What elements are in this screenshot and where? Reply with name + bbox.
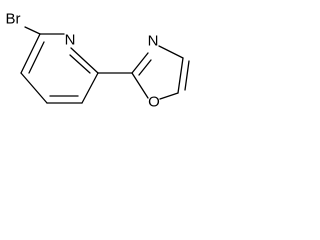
bond-c5-c6-double — [28, 41, 45, 74]
atom-oxazole-nitrogen-label: N — [148, 33, 159, 50]
atom-pyridine-nitrogen-label: N — [65, 32, 76, 49]
bond-n1-c2-double — [69, 54, 91, 74]
bond-n3prime-c4prime — [158, 45, 184, 59]
bond-o1prime-c2prime — [131, 72, 149, 99]
bond-br-c6 — [24, 26, 41, 35]
bond-c4prime-c5prime — [177, 57, 184, 94]
bond-group — [20, 26, 190, 104]
atom-oxazole-oxygen-label: O — [148, 94, 160, 111]
bond-c4prime-c5prime-double — [184, 60, 190, 91]
bond-c2prime-n3prime-double — [138, 59, 152, 76]
bond-c5prime-o1prime — [159, 92, 179, 100]
chemical-structure-diagram: Br N N O — [6, 11, 190, 111]
bond-c5-c6 — [20, 33, 41, 74]
atom-label-group: Br N N O — [6, 11, 160, 111]
atom-bromine-label: Br — [6, 11, 21, 28]
bond-c2-c3 — [81, 72, 99, 104]
bond-c2prime-n3prime — [131, 52, 149, 74]
bond-c4-c5 — [20, 72, 48, 104]
bond-n1-c2 — [70, 47, 99, 74]
